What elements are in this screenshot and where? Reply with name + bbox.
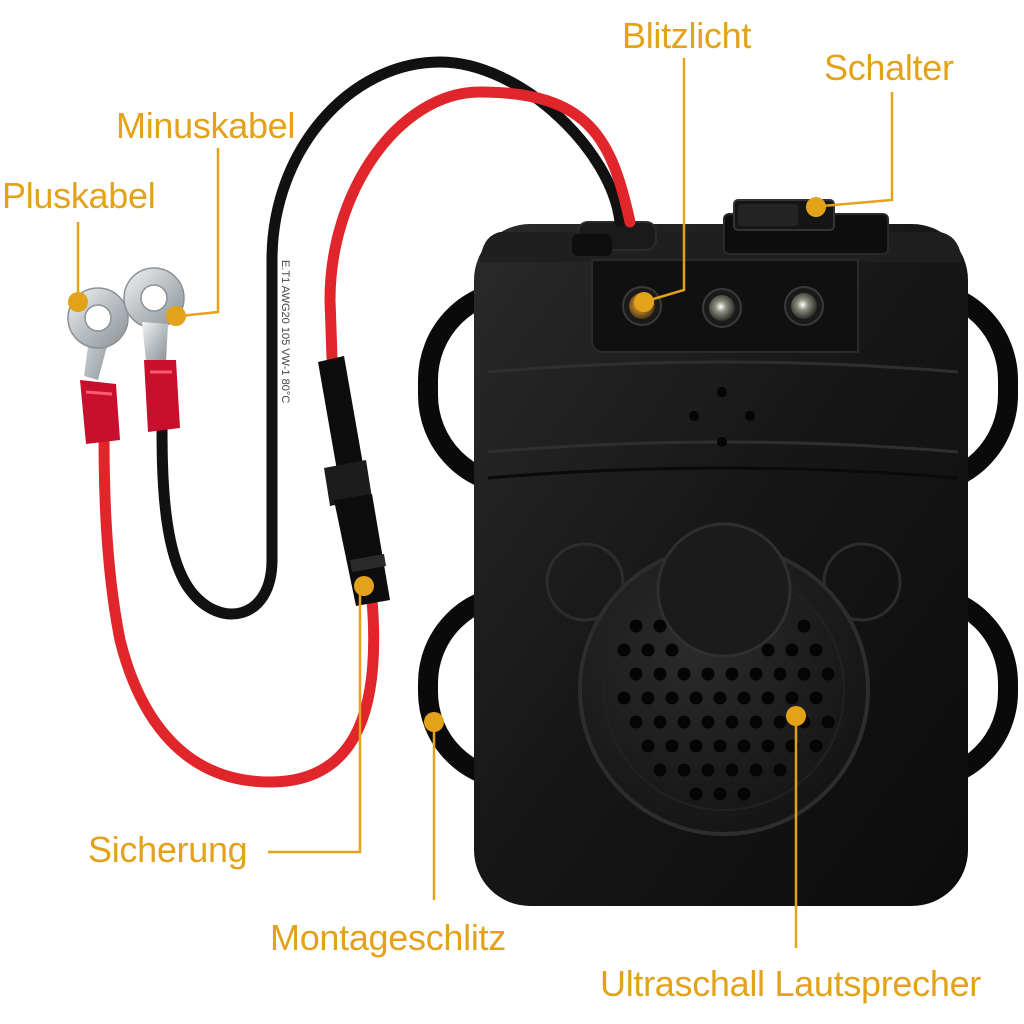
grill-hole [797, 667, 811, 681]
grill-hole [689, 691, 703, 705]
speaker-grill-holes [617, 619, 835, 801]
grill-hole [761, 691, 775, 705]
grill-hole [629, 667, 643, 681]
wires: E.T1 AWG20 105 VW-1 80°C [98, 56, 636, 788]
grill-hole [701, 667, 715, 681]
grill-hole [629, 715, 643, 729]
grill-hole [785, 643, 799, 657]
label-pluskabel: Pluskabel [2, 175, 156, 216]
label-sicherung: Sicherung [88, 829, 248, 870]
grill-hole [701, 763, 715, 777]
grill-hole [653, 619, 667, 633]
callout-dots [68, 197, 826, 732]
grill-hole [809, 691, 823, 705]
grill-hole [749, 763, 763, 777]
led-panel [591, 259, 859, 353]
label-blitzlicht: Blitzlicht [622, 15, 752, 56]
grill-hole [785, 691, 799, 705]
grill-hole [653, 667, 667, 681]
fuse-holder [318, 356, 390, 606]
vent-holes [689, 387, 755, 447]
grill-hole [617, 691, 631, 705]
grill-hole [629, 619, 643, 633]
grill-hole [653, 715, 667, 729]
grill-hole [797, 619, 811, 633]
grill-hole [725, 715, 739, 729]
grill-hole [641, 691, 655, 705]
grill-hole [653, 763, 667, 777]
grill-hole [701, 715, 715, 729]
grill-hole [665, 691, 679, 705]
grill-hole [749, 715, 763, 729]
grill-hole [761, 643, 775, 657]
label-minuskabel: Minuskabel [116, 105, 296, 146]
label-schalter: Schalter [824, 47, 954, 88]
grill-hole [737, 787, 751, 801]
grill-hole [713, 739, 727, 753]
grill-hole [809, 643, 823, 657]
grill-hole [689, 739, 703, 753]
grill-hole [737, 691, 751, 705]
label-ultraschall-lautsprecher: Ultraschall Lautsprecher [600, 963, 981, 1004]
cable-print: E.T1 AWG20 105 VW-1 80°C [279, 260, 291, 403]
grill-hole [773, 763, 787, 777]
cable-grommet [572, 221, 657, 256]
grill-hole [749, 667, 763, 681]
grill-hole [773, 667, 787, 681]
grill-hole [617, 643, 631, 657]
grill-hole [821, 715, 835, 729]
grill-hole [677, 763, 691, 777]
grill-hole [689, 787, 703, 801]
grill-hole [641, 643, 655, 657]
ring-terminals [67, 267, 185, 444]
power-switch [723, 199, 889, 255]
grill-hole [713, 691, 727, 705]
grill-hole [725, 763, 739, 777]
grill-hole [641, 739, 655, 753]
grill-hole [761, 739, 775, 753]
grill-hole [773, 715, 787, 729]
grill-hole [665, 643, 679, 657]
grill-hole [809, 739, 823, 753]
callout-leaders [76, 58, 894, 948]
grill-hole [665, 739, 679, 753]
grill-hole [713, 787, 727, 801]
grill-hole [821, 667, 835, 681]
grill-hole [677, 715, 691, 729]
grill-hole [677, 667, 691, 681]
grill-hole [725, 667, 739, 681]
grill-hole [737, 739, 751, 753]
label-montageschlitz: Montageschlitz [270, 917, 506, 958]
